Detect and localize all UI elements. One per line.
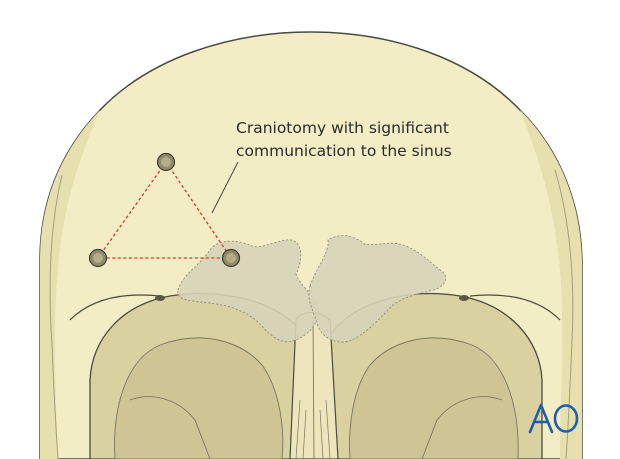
- frontal-sinus-right: [308, 235, 447, 343]
- ao-logo-a: [528, 403, 554, 434]
- orbit-right-fissure: [421, 396, 503, 459]
- foramen-right: [459, 295, 469, 301]
- temporal-line-left: [49, 174, 63, 459]
- callout-text-line-2: communication to the sinus: [236, 142, 452, 160]
- temporal-shading-right: [520, 110, 582, 459]
- craniotomy-cut-line: [96, 161, 233, 259]
- orbit-right-inner: [349, 337, 519, 459]
- brow-line-right: [469, 294, 561, 321]
- ao-logo-o: [553, 404, 579, 433]
- nasal-lower-right: [319, 399, 331, 459]
- frontal-sinus-left: [177, 239, 319, 342]
- foramen-left: [155, 295, 165, 301]
- temporal-line-right: [554, 169, 574, 459]
- nasal-lower-left: [295, 399, 307, 459]
- callout-leader-line: [211, 161, 239, 214]
- orbit-left-inner: [114, 337, 284, 459]
- temporal-shading-left: [40, 110, 100, 459]
- orbit-left-fissure: [129, 396, 211, 459]
- nasal-midline: [312, 317, 315, 459]
- burr-hole-right: [221, 248, 241, 268]
- ao-logo: [528, 403, 579, 434]
- burr-hole-top: [156, 152, 176, 172]
- brow-line-left: [69, 294, 161, 321]
- burr-hole-left: [88, 248, 108, 268]
- callout-text-line-1: Craniotomy with significant: [236, 119, 449, 137]
